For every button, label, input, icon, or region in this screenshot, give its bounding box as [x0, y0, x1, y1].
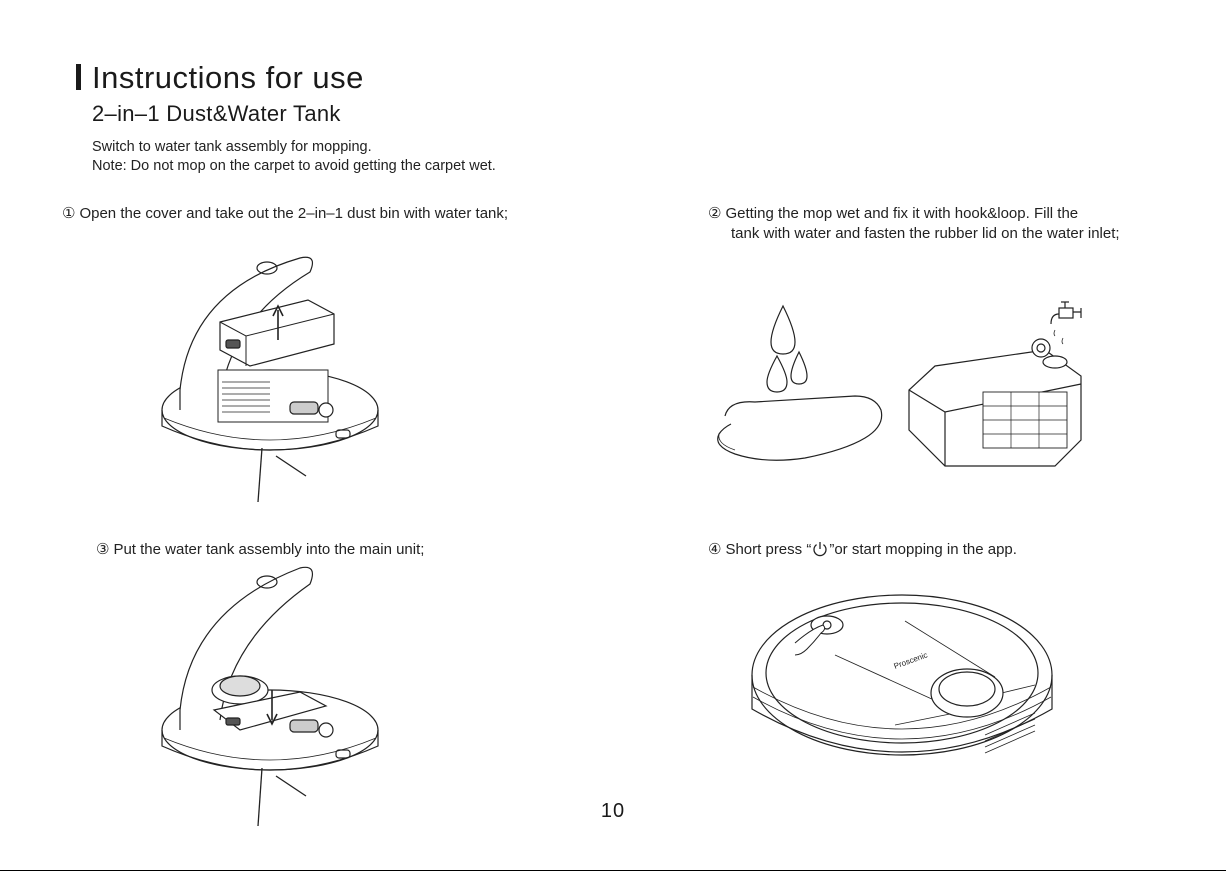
page-number: 10: [600, 800, 626, 822]
faucet-icon: [1050, 301, 1082, 325]
arrow-down-icon: [266, 690, 278, 726]
water-drop-icon: [790, 350, 808, 385]
step-2-label-line-1: Getting the mop wet and fix it with hook…: [725, 205, 1079, 222]
water-drop-icon: [766, 354, 788, 393]
step-2-label-rest: tank with water and fasten the rubber li…: [731, 225, 1120, 242]
step-4-label-before: Short press “: [725, 541, 812, 558]
page-title: Instructions for use: [92, 60, 364, 95]
illustration-remove-tank: [161, 256, 379, 503]
hand-icon: [794, 624, 826, 656]
bottom-rule: [0, 870, 1226, 871]
illustration-fill-tank: [908, 301, 1082, 467]
illustration-insert-tank: [161, 566, 379, 827]
illustration-wet-mop: [717, 304, 883, 461]
power-icon: [813, 542, 827, 557]
step-4-label-after: ”or start mopping in the app.: [829, 541, 1017, 558]
intro-text: Switch to water tank assembly for moppin…: [92, 138, 496, 176]
arrow-up-icon: [272, 304, 284, 340]
step-3-label: Put the water tank assembly into the mai…: [113, 541, 425, 558]
step-4-number: ④: [708, 541, 722, 558]
title-accent-bar: [76, 64, 81, 90]
step-1-number: ①: [62, 205, 76, 222]
illustration-start-mopping: Proscenic: [751, 594, 1053, 756]
intro-line-1: Switch to water tank assembly for moppin…: [92, 139, 372, 155]
step-1-label: Open the cover and take out the 2–in–1 d…: [79, 205, 509, 222]
section-subtitle: 2–in–1 Dust&Water Tank: [92, 101, 341, 126]
water-drop-icon: [770, 304, 796, 355]
intro-line-2: Note: Do not mop on the carpet to avoid …: [92, 158, 496, 174]
step-3-number: ③: [96, 541, 110, 558]
step-2-number: ②: [708, 205, 722, 222]
